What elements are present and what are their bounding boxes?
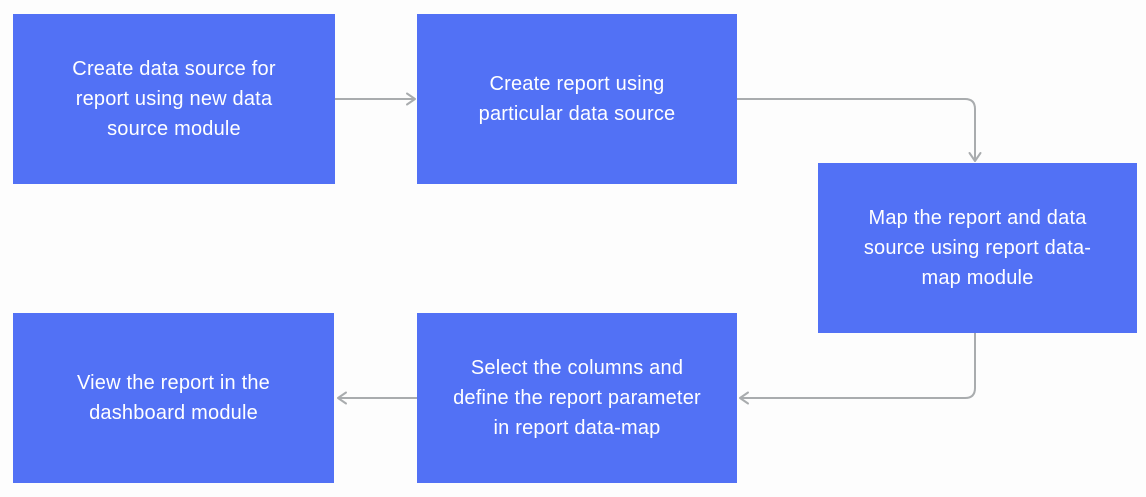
flow-node-create-data-source: Create data source for report using new … xyxy=(13,14,335,184)
arrowhead-right-icon xyxy=(406,92,416,106)
flow-node-label: View the report in the dashboard module xyxy=(76,372,271,424)
connector-step2-step3 xyxy=(736,98,982,162)
flow-node-label: Select the columns and define the report… xyxy=(453,357,701,439)
flow-node-create-report: Create report using particular data sour… xyxy=(417,14,737,184)
arrowhead-left-icon xyxy=(337,391,347,405)
connector-step4-step5 xyxy=(337,391,418,405)
flow-node-view-report: View the report in the dashboard module xyxy=(13,313,334,483)
connector-step1-step2 xyxy=(334,92,416,106)
flow-node-label: Map the report and data source using rep… xyxy=(863,207,1092,289)
connector-step3-step4 xyxy=(739,332,976,405)
arrowhead-left-icon xyxy=(739,391,749,405)
arrowhead-down-icon xyxy=(968,152,982,162)
flow-node-map-report-data-source: Map the report and data source using rep… xyxy=(818,163,1137,333)
flow-node-label: Create data source for report using new … xyxy=(72,58,276,140)
flow-node-label: Create report using particular data sour… xyxy=(478,73,676,125)
flow-node-select-columns: Select the columns and define the report… xyxy=(417,313,737,483)
